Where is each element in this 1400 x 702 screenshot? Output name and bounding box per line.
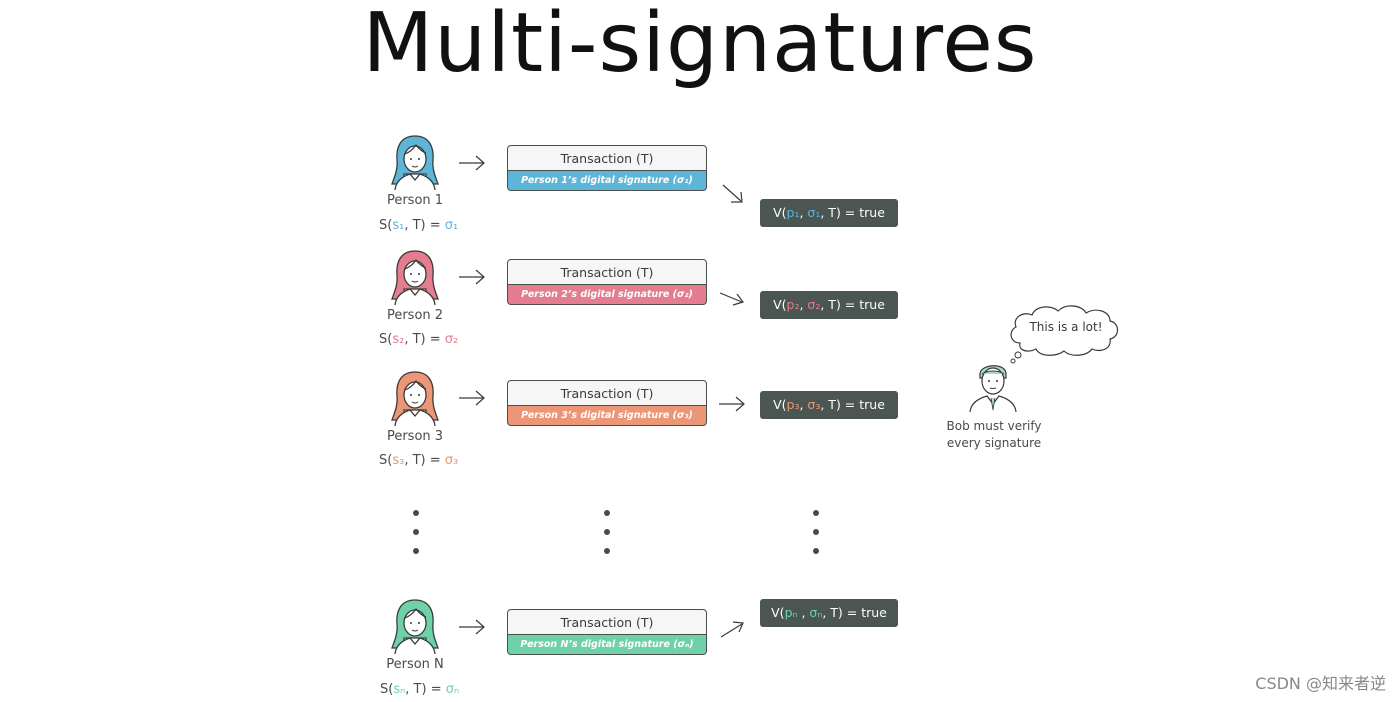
page-title: Multi-signatures xyxy=(362,0,1038,91)
verify-result-3: V(p₃, σ₃, T) = true xyxy=(760,391,898,419)
person-2-avatar xyxy=(388,249,442,306)
transaction-label: Transaction (T) xyxy=(507,609,707,635)
ellipsis-dot xyxy=(604,529,610,535)
arrow-right-icon xyxy=(459,269,485,285)
transaction-label: Transaction (T) xyxy=(507,259,707,285)
person-3-label: Person 3 xyxy=(386,429,444,444)
verify-result-n: V(pₙ , σₙ, T) = true xyxy=(760,599,898,627)
person-2-sign-equation: S(s₂, T) = σ₂ xyxy=(379,332,459,347)
person-n-avatar xyxy=(388,598,442,655)
ellipsis-dot xyxy=(604,548,610,554)
person-1-avatar xyxy=(388,134,442,191)
ellipsis-dot xyxy=(413,548,419,554)
verify-result-2: V(p₂, σ₂, T) = true xyxy=(760,291,898,319)
thought-bubble-icon xyxy=(1010,305,1119,364)
ellipsis-dot xyxy=(813,529,819,535)
transaction-box-1: Transaction (T) Person 1’s digital signa… xyxy=(507,145,707,191)
watermark: CSDN @知来者逆 xyxy=(1255,674,1386,693)
transaction-box-n: Transaction (T) Person N’s digital signa… xyxy=(507,609,707,655)
bob-avatar-icon xyxy=(969,365,1017,412)
digital-signature-label: Person 3’s digital signature (σ₃) xyxy=(507,406,707,426)
arrow-right-icon xyxy=(459,155,485,171)
bob-caption: Bob must verify every signature xyxy=(934,418,1054,452)
ellipsis-dot xyxy=(413,529,419,535)
thought-text: This is a lot! xyxy=(1029,320,1103,334)
digital-signature-label: Person N’s digital signature (σₙ) xyxy=(507,635,707,655)
person-1-sign-equation: S(s₁, T) = σ₁ xyxy=(379,218,459,233)
arrow-down-right-icon xyxy=(719,292,744,306)
transaction-box-2: Transaction (T) Person 2’s digital signa… xyxy=(507,259,707,305)
ellipsis-dot xyxy=(813,510,819,516)
person-n-label: Person N xyxy=(386,657,444,672)
person-3-avatar xyxy=(388,370,442,427)
digital-signature-label: Person 1’s digital signature (σ₁) xyxy=(507,171,707,191)
arrow-right-icon xyxy=(719,396,745,412)
person-2-label: Person 2 xyxy=(386,308,444,323)
person-1-label: Person 1 xyxy=(386,193,444,208)
ellipsis-dot xyxy=(813,548,819,554)
arrow-right-icon xyxy=(459,390,485,406)
arrow-up-right-icon xyxy=(720,621,744,638)
digital-signature-label: Person 2’s digital signature (σ₂) xyxy=(507,285,707,305)
transaction-label: Transaction (T) xyxy=(507,145,707,171)
arrow-right-icon xyxy=(459,619,485,635)
bob-caption-line-2: every signature xyxy=(946,436,1042,450)
verify-result-1: V(p₁, σ₁, T) = true xyxy=(760,199,898,227)
person-n-sign-equation: S(sₙ, T) = σₙ xyxy=(380,682,460,697)
person-3-sign-equation: S(s₃, T) = σ₃ xyxy=(379,453,459,468)
ellipsis-dot xyxy=(413,510,419,516)
bob-caption-line-1: Bob must verify xyxy=(946,419,1042,433)
transaction-label: Transaction (T) xyxy=(507,380,707,406)
arrow-down-right-icon xyxy=(722,184,743,203)
ellipsis-dot xyxy=(604,510,610,516)
transaction-box-3: Transaction (T) Person 3’s digital signa… xyxy=(507,380,707,426)
